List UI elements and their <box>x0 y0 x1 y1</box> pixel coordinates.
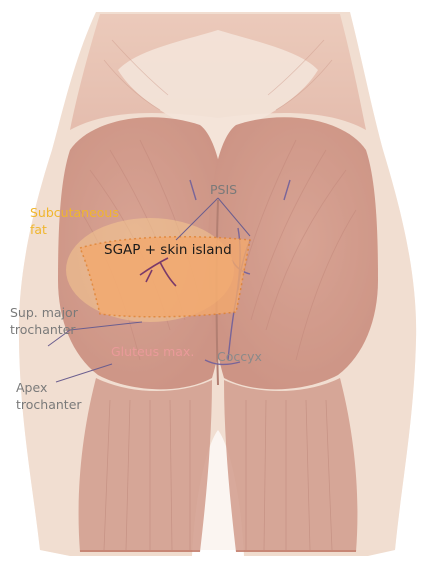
label-sgap-text: SGAP + skin island <box>104 242 232 259</box>
label-apex-line2: trochanter <box>16 396 82 413</box>
label-coccyx: Coccyx <box>217 348 262 365</box>
label-sup-major-trochanter: Sup. major trochanter <box>10 304 78 338</box>
label-gluteus-max-text: Gluteus max. <box>111 343 194 360</box>
label-psis: PSIS <box>210 181 237 198</box>
label-psis-text: PSIS <box>210 181 237 198</box>
label-apex-trochanter: Apex trochanter <box>16 379 82 413</box>
label-apex-line1: Apex <box>16 379 82 396</box>
label-subcutaneous-fat: Subcutaneous fat <box>30 204 119 238</box>
label-coccyx-text: Coccyx <box>217 348 262 365</box>
label-gluteus-max: Gluteus max. <box>111 343 194 360</box>
label-sup-major-line1: Sup. major <box>10 304 78 321</box>
label-subcutaneous-fat-line1: Subcutaneous <box>30 204 119 221</box>
label-sgap-skin-island: SGAP + skin island <box>104 242 232 259</box>
label-subcutaneous-fat-line2: fat <box>30 221 119 238</box>
label-sup-major-line2: trochanter <box>10 321 78 338</box>
